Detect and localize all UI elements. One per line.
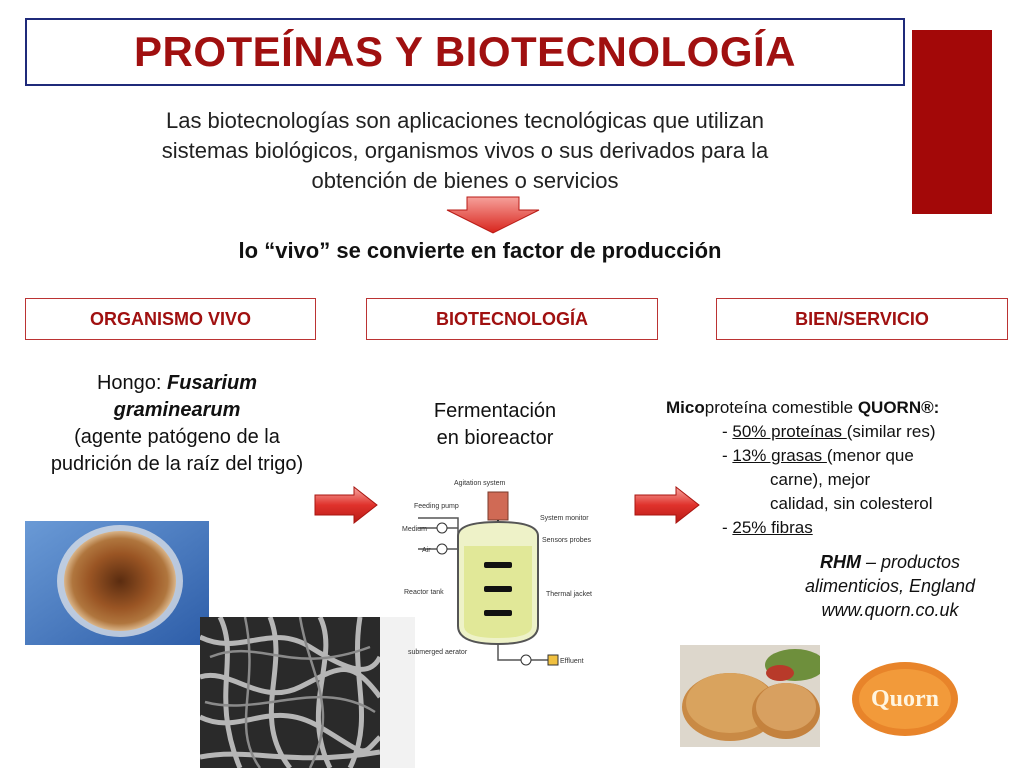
producer-name: RHM [819,552,861,572]
quorn-logo-text: Quorn [871,686,939,712]
bioreactor-label: Thermal jacket [546,591,592,598]
producer-line: alimenticios, England [804,576,976,596]
petri-dish-image [25,521,209,645]
header-product: BIEN/SERVICIO [716,298,1008,340]
header-biotech: BIOTECNOLOGÍA [366,298,658,340]
organism-description: Hongo: Fusarium graminearum (agente pató… [12,370,342,478]
organism-desc-line: pudrición de la raíz del trigo) [50,453,304,475]
product-prefix: Mico [666,398,705,417]
bioreactor-label: Effluent [560,658,584,665]
product-item-cont: calidad, sin colesterol [770,494,933,513]
product-description: Micoproteína comestible QUORN®: - 50% pr… [640,396,1010,540]
bioreactor-label: Sensors probes [542,537,592,544]
producer-info: RHM – productos alimenticios, England ww… [760,550,1020,622]
bioreactor-label: Feeding pump [414,503,459,510]
bioreactor-diagram: Agitation system Feeding pump Medium Air… [398,476,608,676]
tagline: lo “vivo” se convierte en factor de prod… [238,238,722,263]
product-item: - 50% proteínas (similar res) [722,422,936,441]
product-heading: proteína comestible [704,398,858,417]
right-arrow-icon [314,486,378,524]
intro-line: obtención de bienes o servicios [311,168,619,193]
bioreactor-label: Agitation system [454,480,506,487]
organism-prefix: Hongo: [96,372,168,394]
title-box: PROTEÍNAS Y BIOTECNOLOGÍA [25,18,905,86]
bioreactor-label: System monitor [540,515,589,522]
down-arrow-icon [446,196,540,234]
organism-genus: Fusarium [167,372,258,394]
right-arrow-icon [634,486,700,524]
intro-paragraph: Las biotecnologías son aplicaciones tecn… [70,106,860,196]
organism-desc-line: (agente patógeno de la [74,426,280,448]
quorn-logo: Quorn [850,660,960,738]
decorative-red-bar [912,30,992,214]
header-organism: ORGANISMO VIVO [25,298,316,340]
header-product-label: BIEN/SERVICIO [795,308,929,329]
product-item: - 13% grasas (menor que [722,446,914,465]
biotech-line: Fermentación [433,400,557,422]
food-image [680,645,820,747]
organism-species: graminearum [113,399,241,421]
product-item-cont: carne), mejor [770,470,871,489]
biotech-line: en bioreactor [436,427,554,449]
intro-line: sistemas biológicos, organismos vivos o … [161,138,769,163]
bioreactor-label: submerged aerator [408,649,468,656]
bioreactor-label: Medium [402,526,427,533]
biotech-description: Fermentación en bioreactor [390,398,600,452]
product-item: - 25% fibras [722,518,813,537]
intro-line: Las biotecnologías son aplicaciones tecn… [165,108,765,133]
product-brand: QUORN®: [857,398,940,417]
microscopy-image [200,617,415,768]
page-title: PROTEÍNAS Y BIOTECNOLOGÍA [133,28,797,75]
bioreactor-label: Air [422,547,431,554]
header-biotech-label: BIOTECNOLOGÍA [436,308,588,329]
bioreactor-label: Reactor tank [404,589,444,596]
header-organism-label: ORGANISMO VIVO [89,308,251,329]
producer-url: www.quorn.co.uk [821,600,959,620]
